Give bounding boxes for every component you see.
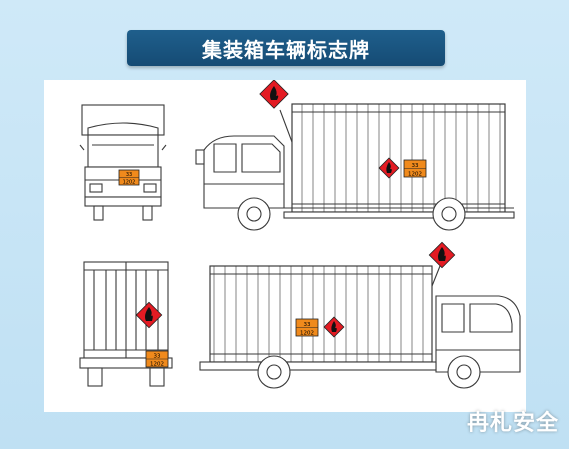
front-view-truck [79,104,167,221]
side-view-truck-bottom [199,265,521,373]
side-bottom-plate: 33 1202 [295,318,319,337]
side-top-cargo-hazard-sign [378,157,400,179]
side-view-truck-top [195,103,515,219]
side-top-wheels [237,197,466,231]
flame-icon [331,321,337,332]
watermark: 冉札安全 [466,411,559,436]
side-bottom-cargo-hazard-sign [323,316,345,338]
side-bottom-plate-bottom-code: 1202 [300,331,314,337]
flame-icon [145,307,153,321]
side-bottom-hazard-sign [428,241,456,269]
rear-hazard-sign [135,301,163,329]
page-title: 集装箱车辆标志牌 [127,30,445,66]
vehicle-diagram: 33 1202 [79,79,521,389]
flame-icon [386,162,392,173]
diagram-panel: 33 1202 [44,79,526,412]
rear-plate-bottom-code: 1202 [150,362,164,368]
side-bottom-plate-top-code: 33 [304,322,311,328]
side-top-plate-top-code: 33 [412,163,419,169]
rear-view-truck [79,261,173,387]
rear-plate: 33 1202 [145,350,169,368]
side-top-hazard-sign [259,79,289,109]
flame-icon [438,247,446,261]
side-top-plate: 33 1202 [403,159,427,178]
front-plate: 33 1202 [118,169,140,186]
side-top-plate-bottom-code: 1202 [408,172,422,178]
front-plate-bottom-code: 1202 [123,180,136,186]
flame-icon [270,86,279,100]
front-plate-top-code: 33 [126,172,132,178]
rear-plate-top-code: 33 [154,354,161,360]
side-bottom-wheels [257,355,481,389]
